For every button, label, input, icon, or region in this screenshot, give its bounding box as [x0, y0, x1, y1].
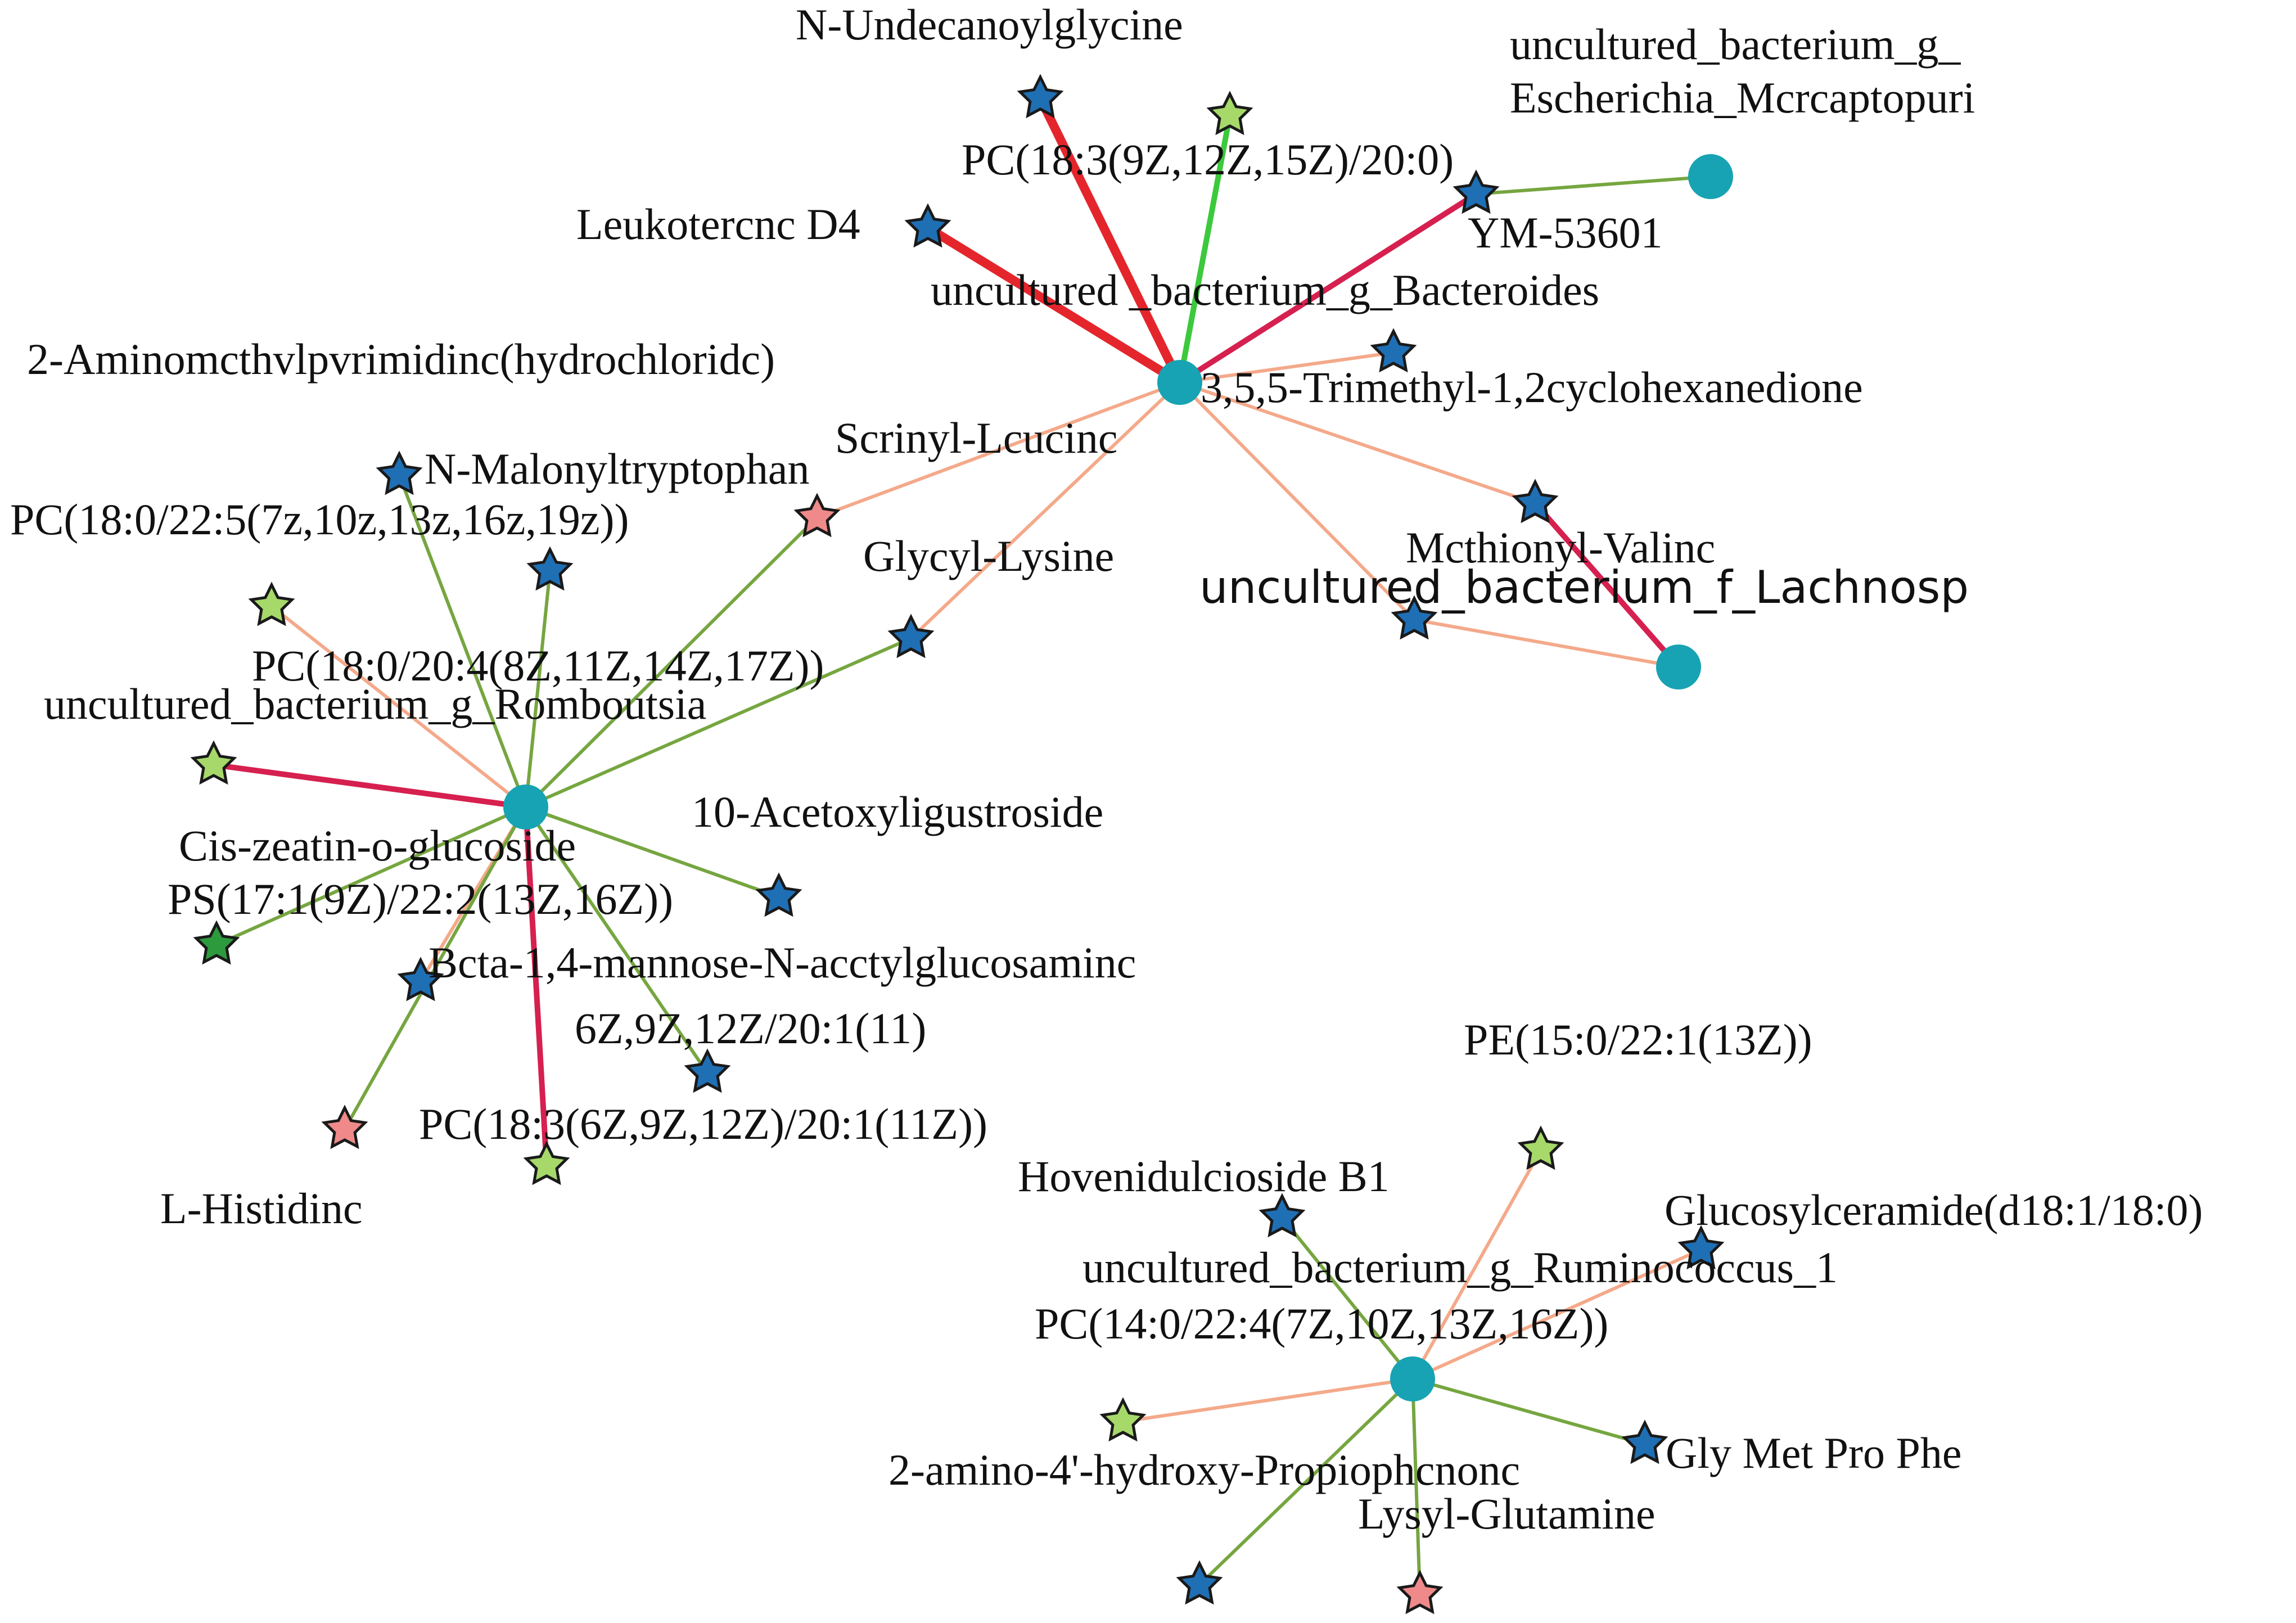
metabolite-star-hoven[interactable]	[1258, 1193, 1306, 1238]
label-pc-18-3-20-1: PC(18:3(6Z,9Z,12Z)/20:1(11Z))	[419, 1099, 987, 1148]
edge-h_bact-m_glyly	[909, 381, 1181, 640]
label-pc-18-3-20-0: PC(18:3(9Z,12Z,15Z)/20:0)	[962, 135, 1454, 184]
edge-h_rumi-m_pe	[1411, 1148, 1542, 1381]
label-amino-hydroxy-propiophenone: 2-amino-4'-hydroxy-Propiophcnonc	[888, 1445, 1520, 1494]
edge-h_lach-m_lachstar	[1413, 618, 1680, 669]
edge-h_bact-m_ym	[1177, 191, 1479, 385]
edge-h_romb-m_pc1822	[524, 569, 552, 809]
metabolite-star-methv[interactable]	[1512, 479, 1559, 524]
metabolite-star-ym[interactable]	[1453, 169, 1500, 214]
label-gly-met-pro-phe: Gly Met Pro Phe	[1666, 1428, 1962, 1477]
hub-label-escherichia-line1: uncultured_bacterium_g_	[1510, 20, 1961, 69]
label-hovenidulcioside-b1: Hovenidulcioside B1	[1018, 1152, 1390, 1201]
label-seryl-leucine: Scrinyl-Lcucinc	[835, 413, 1117, 462]
edge-h_romb-m_acet	[524, 805, 781, 899]
metabolite-star-cisz[interactable]	[190, 740, 237, 785]
edge-h_rumi-m_gmpp	[1411, 1377, 1647, 1446]
label-lysyl-glutamine: Lysyl-Glutamine	[1358, 1489, 1656, 1538]
metabolite-star-lysgl[interactable]	[1396, 1570, 1444, 1615]
edge-h_bact-m_methv	[1178, 381, 1537, 505]
label-methionyl-valine: Mcthionyl-Valinc	[1406, 523, 1715, 572]
edge-h_romb-m_ps	[215, 805, 527, 946]
label-ym-53601: YM-53601	[1468, 208, 1663, 257]
label-pc-18-0-22-5: PC(18:0/22:5(7z,10z,13z,16z,19z))	[10, 495, 629, 544]
edge-h_rumi-m_gluco	[1411, 1248, 1703, 1381]
metabolite-star-beta[interactable]	[397, 957, 444, 1002]
edge-h_bact-m_pc183	[1177, 112, 1233, 385]
metabolite-star-pe[interactable]	[1517, 1125, 1564, 1170]
metabolite-star-acet[interactable]	[755, 872, 802, 917]
label-glycyl-lysine: Glycyl-Lysine	[863, 531, 1114, 580]
edge-h_rumi-m_hoven	[1280, 1216, 1414, 1381]
hub-label-bacteroides: uncultured _bacterium_g_Bacteroides	[931, 265, 1599, 314]
label-pc-18-0-20-4: PC(18:0/20:4(8Z,11Z,14Z,17Z))	[252, 641, 824, 690]
bacterium-hub-romb[interactable]	[503, 785, 548, 829]
edge-h_romb-m_cisz	[211, 762, 529, 810]
metabolite-star-seryl[interactable]	[793, 493, 841, 538]
edge-h_romb-m_hist	[343, 805, 527, 1131]
label-trimethyl-cyclohexanedione: 3,5,5-Trimethyl-1,2cyclohexanedione	[1201, 363, 1863, 412]
metabolite-star-hist[interactable]	[321, 1104, 368, 1149]
metabolite-star-pc1822[interactable]	[526, 546, 574, 591]
hub-label-lachnosp: uncultured_bacterium_f_Lachnosp	[1199, 561, 1969, 614]
label-n-malonyltryptophan: N-Malonyltryptophan	[425, 444, 810, 493]
label-glucosylceramide: Glucosylceramide(d18:1/18:0)	[1665, 1185, 2203, 1234]
edge-h_romb-m_pc183b	[523, 804, 549, 1168]
metabolite-star-ps[interactable]	[193, 920, 240, 965]
edge-h_rumi-m_bottomblue	[1198, 1377, 1414, 1586]
edge-h_romb-m_pc1820	[270, 605, 527, 809]
metabolite-star-leuk[interactable]	[904, 203, 951, 248]
metabolite-star-bottomblue[interactable]	[1176, 1560, 1223, 1605]
metabolite-star-amhyd[interactable]	[1099, 1397, 1147, 1442]
label-ps-17-1-22-2: PS(17:1(9Z)/22:2(13Z,16Z))	[168, 874, 673, 923]
hub-label-ruminococcus: uncultured_bacterium_g_Ruminococcus_1	[1082, 1243, 1838, 1292]
edge-h_romb-m_6z	[524, 805, 709, 1075]
metabolite-star-gmpp[interactable]	[1621, 1419, 1668, 1464]
label-10-acetoxyligustroside: 10-Acetoxyligustroside	[692, 787, 1103, 836]
edge-h_bact-m_unde	[1036, 94, 1184, 387]
label-6z-9z-12z-20-1: 6Z,9Z,12Z/20:1(11)	[575, 1004, 926, 1053]
label-aminomethylpyrimidine: 2-Aminomcthvlpvrimidinc(hydrochloridc)	[27, 335, 775, 384]
label-beta-mannose-acetylglucosamine: Bcta-1,4-mannose-N-acctylglucosaminc	[428, 938, 1136, 987]
edge-layer	[211, 94, 1712, 1596]
metabolite-star-trim[interactable]	[1370, 328, 1417, 373]
edge-h_bact-m_leuk	[923, 223, 1184, 387]
edge-h_romb-m_seryl	[524, 516, 819, 809]
edge-h_rumi-m_amhyd	[1121, 1377, 1414, 1423]
metabolite-star-gluco[interactable]	[1677, 1225, 1725, 1270]
metabolite-star-unde[interactable]	[1017, 74, 1064, 119]
node-layer	[190, 74, 1733, 1615]
edge-h_romb-m_glyly	[524, 637, 913, 809]
label-leukotercnc-d4: Leukotercnc D4	[576, 200, 860, 249]
label-l-histidine: L-Histidinc	[160, 1184, 363, 1233]
label-pe-15-0-22-1: PE(15:0/22:1(13Z))	[1464, 1015, 1812, 1064]
metabolite-star-pc183b[interactable]	[523, 1140, 570, 1185]
edge-h_romb-m_malon	[398, 474, 527, 809]
hub-label-escherichia-line2: Escherichia_Mcrcaptopuri	[1510, 73, 1975, 122]
edge-h_rumi-m_lysgl	[1411, 1377, 1422, 1596]
edge-h_bact-m_lachstar	[1178, 381, 1416, 621]
edge-h_bact-m_trim	[1178, 351, 1395, 384]
metabolite-star-6z[interactable]	[684, 1048, 731, 1093]
bacterium-hub-rumi[interactable]	[1390, 1356, 1435, 1401]
metabolite-star-pc1820[interactable]	[248, 581, 295, 626]
label-layer: uncultured _bacterium_g_Bacteroides uncu…	[10, 0, 2203, 1538]
metabolite-star-pc183[interactable]	[1206, 91, 1253, 136]
edge-h_lach-m_methv	[1532, 501, 1681, 670]
metabolite-star-malon[interactable]	[376, 450, 423, 495]
metabolite-star-lachstar[interactable]	[1391, 595, 1438, 640]
label-cis-zeatin-o-glucoside: Cis-zeatin-o-glucoside	[179, 821, 576, 870]
hub-label-romboutsia: uncultured_bacterium_g_Romboutsia	[44, 679, 706, 728]
bacterium-hub-lach[interactable]	[1656, 644, 1701, 689]
bacterium-hub-bact[interactable]	[1157, 360, 1202, 405]
edge-h_bact-m_seryl	[815, 381, 1181, 519]
label-pc-14-0-22-4: PC(14:0/22:4(7Z,10Z,13Z,16Z))	[1035, 1299, 1608, 1348]
metabolite-star-glyly[interactable]	[887, 614, 935, 659]
edge-h_esch-m_ym	[1474, 175, 1712, 196]
bacterium-hub-esch[interactable]	[1688, 154, 1733, 199]
label-n-undecanoylglycine: N-Undecanoylglycine	[796, 0, 1183, 49]
